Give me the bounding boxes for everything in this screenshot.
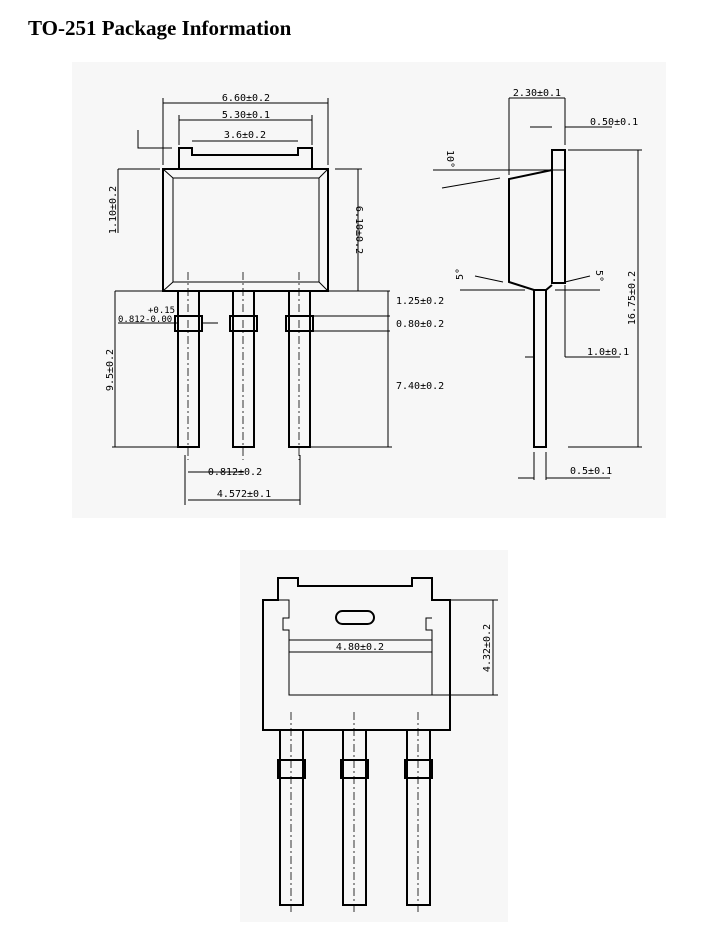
bottom-cavity bbox=[278, 599, 433, 696]
side-lead bbox=[533, 289, 547, 448]
dim-lead-total: 9.5±0.2 bbox=[105, 349, 116, 391]
drawing-panel-bottom bbox=[240, 550, 508, 922]
bottom-view: 4.80±0.2 4.32±0.2 bbox=[262, 577, 498, 915]
dim-tab-height: 1.10±0.2 bbox=[108, 186, 119, 234]
dim-angle-left: 5° bbox=[455, 268, 466, 280]
dim-lead-length: 7.40±0.2 bbox=[396, 381, 444, 392]
front-leads bbox=[174, 272, 314, 460]
dim-cavity-height: 4.32±0.2 bbox=[482, 624, 493, 672]
dim-tab-notch: 3.6±0.2 bbox=[224, 130, 266, 141]
dim-lead-shoulder: 1.25±0.2 bbox=[396, 296, 444, 307]
front-view: 6.60±0.2 5.30±0.1 3.6±0.2 1.10±0.2 6.10±… bbox=[105, 93, 444, 505]
dim-width-overall: 6.60±0.2 bbox=[222, 93, 270, 104]
dim-lead-offset: 1.0±0.1 bbox=[587, 347, 629, 358]
dim-lead-tol-plus: +0.15 bbox=[148, 306, 175, 316]
dim-angle-top: 10° bbox=[444, 150, 455, 168]
dim-body-height: 6.10±0.2 bbox=[353, 206, 364, 254]
dim-lead-band: 0.80±0.2 bbox=[396, 319, 444, 330]
bottom-body bbox=[262, 577, 451, 731]
dim-tab-thickness: 0.50±0.1 bbox=[590, 117, 638, 128]
dim-cavity-width: 4.80±0.2 bbox=[336, 642, 384, 653]
dim-tab-width: 5.30±0.1 bbox=[222, 110, 270, 121]
bottom-leads bbox=[277, 712, 433, 915]
dim-body-thickness: 2.30±0.1 bbox=[513, 88, 561, 99]
dim-total-height: 16.75±0.2 bbox=[627, 271, 638, 325]
dim-angle-right: 5° bbox=[593, 270, 604, 282]
side-view: 2.30±0.1 0.50±0.1 10° 5° 5° 16.75±0.2 1.… bbox=[433, 88, 642, 480]
page-title: TO-251 Package Information bbox=[28, 16, 292, 40]
dim-lead-thickness: 0.5±0.1 bbox=[570, 466, 612, 477]
side-body bbox=[508, 169, 553, 291]
front-tab bbox=[178, 147, 313, 169]
side-tab bbox=[551, 149, 566, 284]
bottom-slot bbox=[335, 610, 375, 625]
dim-lead-width: 0.812±0.2 bbox=[208, 467, 262, 478]
dim-lead-pitch: 4.572±0.1 bbox=[217, 489, 271, 500]
dim-lead-tol: 0.812-0.00 bbox=[118, 315, 172, 325]
